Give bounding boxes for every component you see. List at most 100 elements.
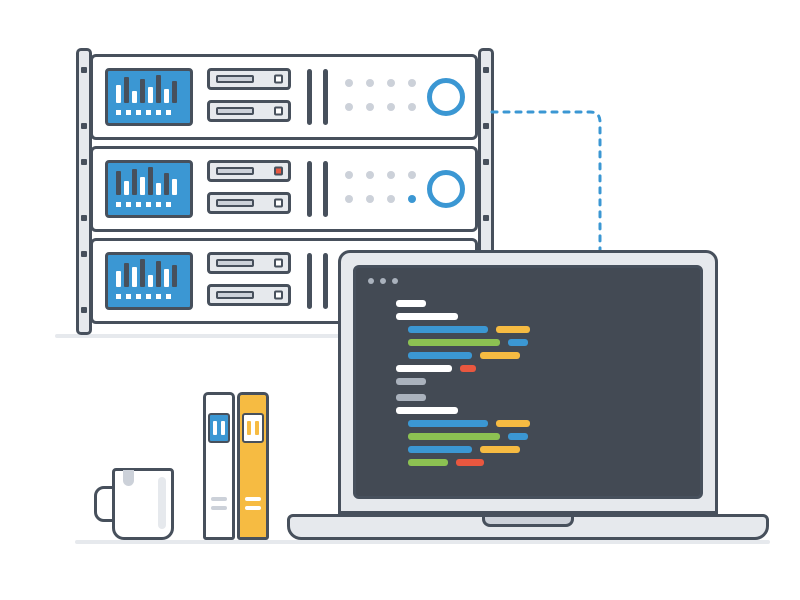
binder-label-bar [221, 421, 225, 435]
laptop-base [287, 514, 769, 540]
chart-bar [164, 173, 169, 195]
vent-slot [307, 253, 312, 309]
bay-led [274, 74, 283, 84]
chart-bar [156, 183, 161, 195]
display-tick [156, 294, 161, 299]
binder-label-bar [255, 421, 259, 435]
laptop-screen [338, 250, 718, 514]
display-tick [146, 294, 151, 299]
binder-yellow [237, 392, 269, 540]
rail-hole [483, 123, 489, 129]
code-line [408, 433, 530, 440]
rail-hole [81, 251, 87, 257]
rail-hole [81, 159, 87, 165]
rail-hole [483, 67, 489, 73]
display-tick [126, 110, 131, 115]
window-dot [368, 278, 374, 284]
code-line [408, 339, 530, 346]
code-segment [460, 365, 476, 372]
status-dot [408, 171, 416, 179]
bay-led [274, 290, 283, 300]
display-bar-chart [116, 259, 177, 287]
server-display [105, 160, 193, 218]
code-line [408, 326, 530, 333]
vent-slot [323, 69, 328, 125]
code-segment [396, 394, 426, 401]
chart-bar [124, 181, 129, 195]
display-tick [116, 202, 121, 207]
code-line [408, 420, 530, 427]
server-display [105, 252, 193, 310]
display-tick [136, 110, 141, 115]
display-tick [136, 294, 141, 299]
drive-bays [207, 252, 291, 316]
bay-led [274, 106, 283, 116]
status-dot-grid [345, 171, 416, 203]
bay-slot [216, 167, 254, 175]
code-line [408, 459, 530, 466]
code-segment [496, 420, 530, 427]
status-dot [345, 79, 353, 87]
code-segment [496, 326, 530, 333]
mug-drip [123, 470, 134, 486]
status-dot [345, 103, 353, 111]
window-control-dots [368, 278, 398, 284]
drive-bay [207, 192, 291, 214]
chart-bar [164, 269, 169, 287]
code-segment [408, 420, 488, 427]
code-segment [396, 365, 452, 372]
code-segment [508, 433, 528, 440]
display-ticks [116, 110, 171, 115]
chart-bar [132, 267, 137, 287]
vent-slot [323, 161, 328, 217]
code-segment [408, 433, 500, 440]
binder-slot [245, 497, 261, 501]
display-tick [116, 110, 121, 115]
drive-bay [207, 160, 291, 182]
window-dot [380, 278, 386, 284]
laptop-notch [482, 517, 574, 527]
code-segment [396, 378, 426, 385]
rail-hole [483, 215, 489, 221]
rack-shelf-line [55, 334, 485, 338]
code-segment [408, 446, 472, 453]
status-dot [408, 103, 416, 111]
code-line [396, 407, 530, 414]
drive-bay [207, 284, 291, 306]
chart-bar [164, 89, 169, 103]
status-dot [366, 195, 374, 203]
display-tick [166, 202, 171, 207]
server-unit-2 [90, 146, 478, 232]
binder-label-bar [247, 421, 251, 435]
server-display [105, 68, 193, 126]
bay-led [274, 198, 283, 208]
display-tick [166, 110, 171, 115]
code-block [396, 300, 530, 472]
display-bar-chart [116, 167, 177, 195]
display-tick [166, 294, 171, 299]
chart-bar [132, 169, 137, 195]
laptop-display [353, 265, 703, 499]
bay-slot [216, 199, 254, 207]
bay-led [274, 166, 283, 176]
code-segment [408, 339, 500, 346]
display-tick [156, 202, 161, 207]
binder-slot [211, 497, 227, 501]
display-tick [126, 294, 131, 299]
server-rack [90, 54, 478, 330]
status-dot [408, 195, 416, 203]
drive-bays [207, 68, 291, 132]
code-segment [396, 313, 458, 320]
status-dot [387, 171, 395, 179]
chart-bar [116, 171, 121, 195]
chart-bar [172, 265, 177, 287]
code-segment [480, 446, 520, 453]
display-ticks [116, 294, 171, 299]
binder-label-bar [213, 421, 217, 435]
rail-hole [81, 307, 87, 313]
chart-bar [116, 85, 121, 103]
chart-bar [140, 79, 145, 103]
display-tick [116, 294, 121, 299]
chart-bar [148, 87, 153, 103]
